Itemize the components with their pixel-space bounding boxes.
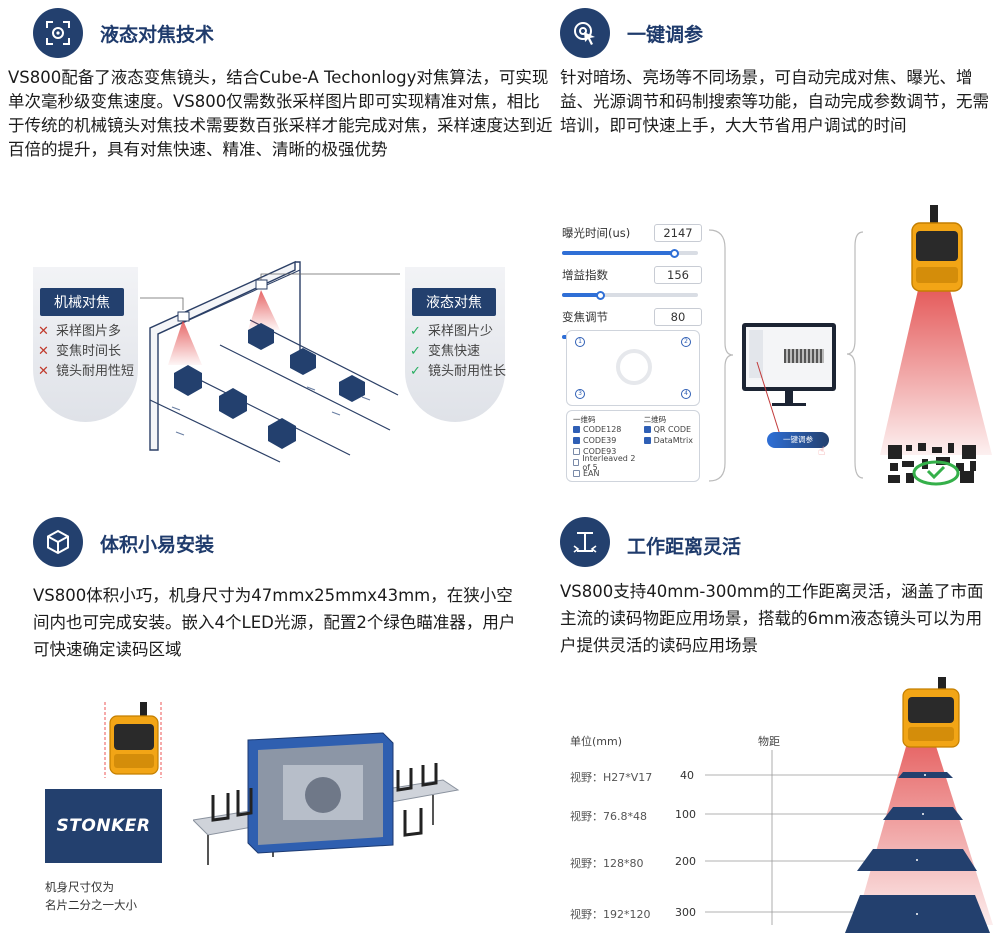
list-item: ✓采样图片少: [410, 322, 506, 342]
checkbox-code93[interactable]: CODE93: [573, 446, 644, 457]
list-item: ✓镜头耐用性长: [410, 362, 506, 382]
section-title-liquid-focus: 液态对焦技术: [100, 24, 215, 46]
exposure-input[interactable]: 2147: [654, 224, 702, 242]
liquid-focus-paragraph: VS800配备了液态变焦镜头，结合Cube-A Techonlogy对焦算法，可…: [8, 68, 553, 159]
unit-label: 单位(mm): [570, 735, 623, 748]
distance-300: 300: [675, 906, 696, 919]
one-key-tune-button[interactable]: 一键调参: [767, 432, 829, 448]
cross-icon: ✕: [38, 364, 49, 379]
check-icon: ✓: [410, 344, 421, 359]
light-2-toggle[interactable]: 2: [681, 337, 691, 347]
barcode-2d-list: 二维码 QR CODE DataMtrix: [643, 415, 693, 446]
liquid-focus-list: ✓采样图片少 ✓变焦快速 ✓镜头耐用性长: [410, 322, 506, 382]
list-item: ✕镜头耐用性短: [38, 362, 134, 382]
distance-axis: [771, 750, 773, 925]
compact-paragraph: VS800体积小巧，机身尺寸为47mmx25mmx43mm，在狭小空间内也可完成…: [33, 586, 516, 659]
working-distance-illustration: [705, 677, 993, 933]
fov-row-40: 视野：H27*V17: [570, 771, 653, 784]
list-item: ✕采样图片多: [38, 322, 134, 342]
check-icon: ✓: [410, 324, 421, 339]
gain-slider[interactable]: [562, 291, 702, 300]
monitor-stand: [785, 391, 793, 403]
small-device-illustration: [104, 702, 162, 778]
cross-icon: ✕: [38, 324, 49, 339]
bracket-right: [846, 231, 864, 479]
distance-header: 物距: [758, 735, 780, 748]
liquid-focus-label: 液态对焦: [412, 288, 496, 316]
monitor: [742, 323, 836, 391]
touch-click-icon: [560, 8, 610, 58]
checkbox-ean[interactable]: EAN: [573, 468, 644, 479]
size-caption: 机身尺寸仅为 名片二分之一大小: [45, 880, 137, 912]
focus-target-icon: [33, 8, 83, 58]
parameter-panel: 曝光时间(us) 2147 增益指数 156 变焦调节 80: [562, 224, 702, 342]
slider-row-exposure: 曝光时间(us) 2147: [562, 224, 702, 242]
slider-row-gain: 增益指数 156: [562, 266, 702, 284]
conveyor-illustration: [140, 260, 400, 463]
gain-input[interactable]: 156: [654, 266, 702, 284]
cube-icon: [33, 517, 83, 567]
fov-row-300: 视野：192*120: [570, 908, 651, 921]
one-key-paragraph: 针对暗场、亮场等不同场景，可自动完成对焦、曝光、增益、光源调节和码制搜索等功能，…: [560, 68, 989, 135]
mechanical-focus-list: ✕采样图片多 ✕变焦时间长 ✕镜头耐用性短: [38, 322, 134, 382]
production-line-illustration: [193, 732, 460, 865]
barcode-type-panel: 一维码 CODE128 CODE39 CODE93 Interleaved 2 …: [566, 410, 700, 482]
hand-pointer-icon: ☝: [818, 444, 826, 458]
fov-row-200: 视野：128*80: [570, 857, 644, 870]
checkbox-qrcode[interactable]: QR CODE: [643, 424, 693, 435]
checkbox-code39[interactable]: CODE39: [573, 435, 644, 446]
checkbox-code128[interactable]: CODE128: [573, 424, 644, 435]
light-ring: [616, 349, 652, 385]
zoom-input[interactable]: 80: [654, 308, 702, 326]
slider-knob[interactable]: [596, 291, 606, 300]
light-4-toggle[interactable]: 4: [681, 389, 691, 399]
mechanical-focus-label: 机械对焦: [40, 288, 124, 316]
distance-arrows-icon: [560, 517, 610, 567]
distance-100: 100: [675, 808, 696, 821]
section-title-compact: 体积小易安装: [100, 534, 215, 556]
distance-200: 200: [675, 855, 696, 868]
business-card: STONKER: [45, 789, 162, 863]
exposure-slider[interactable]: [562, 249, 702, 258]
fov-row-100: 视野：76.8*48: [570, 810, 647, 823]
checkbox-interleaved[interactable]: Interleaved 2 of 5: [573, 454, 644, 472]
monitor-base: [772, 403, 806, 406]
cross-icon: ✕: [38, 344, 49, 359]
section-title-one-key: 一键调参: [627, 24, 704, 46]
barcode-1d-list: 一维码 CODE128 CODE39 CODE93 Interleaved 2 …: [573, 414, 644, 479]
slider-knob[interactable]: [669, 249, 679, 258]
list-item: ✕变焦时间长: [38, 342, 134, 362]
section-title-distance: 工作距离灵活: [627, 536, 742, 558]
device-scan-illustration: [880, 205, 992, 486]
stonker-logo: STONKER: [56, 816, 151, 836]
light-1-toggle[interactable]: 1: [575, 337, 585, 347]
slider-row-zoom: 变焦调节 80: [562, 308, 702, 326]
distance-40: 40: [680, 769, 694, 782]
check-icon: ✓: [410, 364, 421, 379]
bracket-left: [708, 229, 734, 482]
connector-line: [756, 361, 781, 436]
distance-paragraph: VS800支持40mm-300mm的工作距离灵活，涵盖了市面主流的读码物距应用场…: [560, 582, 984, 655]
light-3-toggle[interactable]: 3: [575, 389, 585, 399]
checkbox-datamatrix[interactable]: DataMtrix: [643, 435, 693, 446]
light-source-panel: 1 2 3 4: [566, 330, 700, 406]
list-item: ✓变焦快速: [410, 342, 506, 362]
